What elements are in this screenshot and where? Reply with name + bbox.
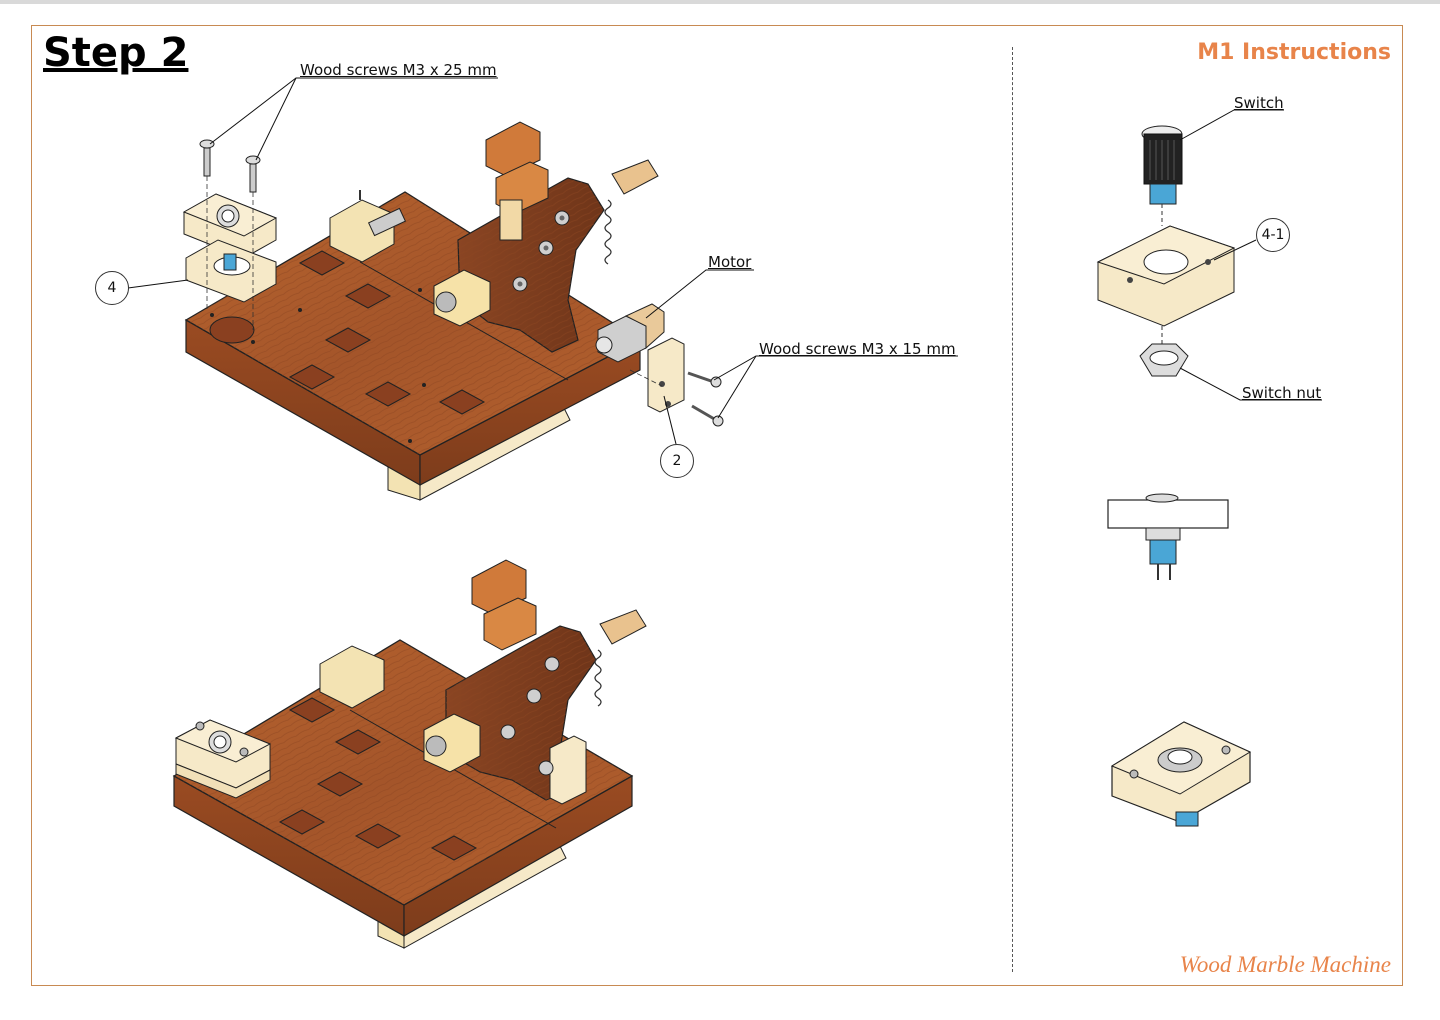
switch-assembled-view [1110, 721, 1252, 827]
switch-exploded [1096, 109, 1322, 401]
label-screws-25mm: Wood screws M3 x 25 mm [300, 61, 497, 79]
step-title: Step 2 [43, 30, 189, 76]
header-title: M1 Instructions [1197, 40, 1391, 65]
exploded-assembly [127, 77, 958, 501]
callout-part-4: 4 [95, 271, 129, 305]
top-rule [0, 0, 1440, 4]
label-switch: Switch [1234, 94, 1284, 112]
switch-side-view [1107, 493, 1229, 580]
label-screws-15mm: Wood screws M3 x 15 mm [759, 340, 956, 358]
dashed-divider [1012, 47, 1013, 972]
callout-part-4-1: 4-1 [1256, 218, 1290, 252]
label-switch-nut: Switch nut [1242, 384, 1322, 402]
label-motor: Motor [708, 253, 752, 271]
page-frame [31, 25, 1403, 986]
assembled-view [172, 559, 647, 949]
callout-part-2: 2 [660, 444, 694, 478]
motor-part [595, 303, 665, 363]
footer-brand: Wood Marble Machine [1179, 952, 1391, 977]
